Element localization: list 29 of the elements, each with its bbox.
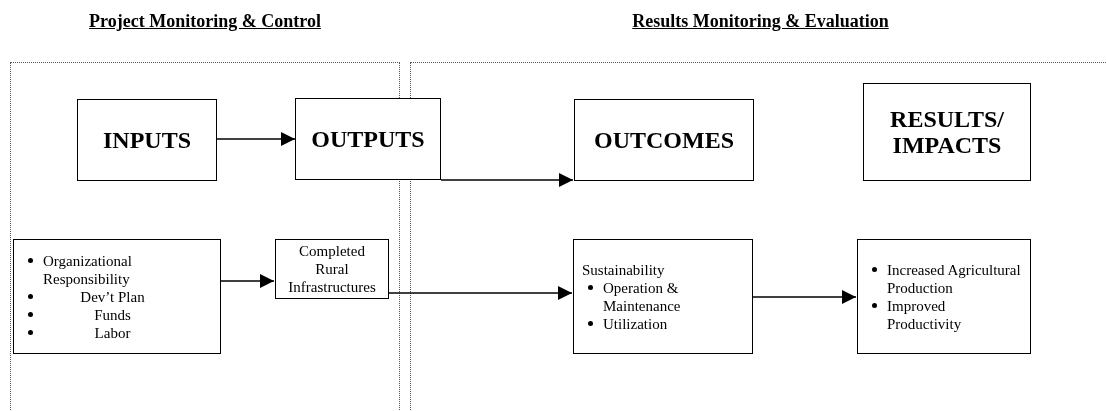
arrow <box>219 274 275 288</box>
list-item: Organizational Responsibility <box>43 251 133 288</box>
list-item: Utilization <box>603 314 669 333</box>
process-box <box>857 239 1031 354</box>
arrow <box>215 132 296 146</box>
list-item: Sustainability <box>582 260 666 279</box>
process-box <box>574 99 754 181</box>
process-box <box>863 83 1031 181</box>
box-title: OUTCOMES <box>593 126 735 154</box>
process-box <box>77 99 217 181</box>
process-box <box>13 239 221 354</box>
box-title: INPUTS <box>102 126 192 154</box>
list-item: Labor <box>93 323 132 342</box>
process-box <box>573 239 753 354</box>
list-item: Improved Productivity <box>887 296 963 333</box>
list-item: Dev’t Plan <box>79 287 146 306</box>
process-box <box>295 98 441 180</box>
section-heading: Results Monitoring & Evaluation <box>631 11 890 32</box>
box-text: Completed Rural Infrastructures <box>287 242 377 296</box>
box-title: OUTPUTS <box>310 125 426 153</box>
process-box <box>275 239 389 299</box>
section-heading: Project Monitoring & Control <box>88 11 322 32</box>
arrow <box>440 173 574 187</box>
list-item: Increased Agricultural Production <box>887 260 1022 297</box>
list-item: Operation & Maintenance <box>603 278 682 315</box>
arrow <box>387 286 573 300</box>
arrow <box>751 290 857 304</box>
box-title: RESULTS/ IMPACTS <box>889 105 1005 159</box>
list-item: Funds <box>93 305 132 324</box>
